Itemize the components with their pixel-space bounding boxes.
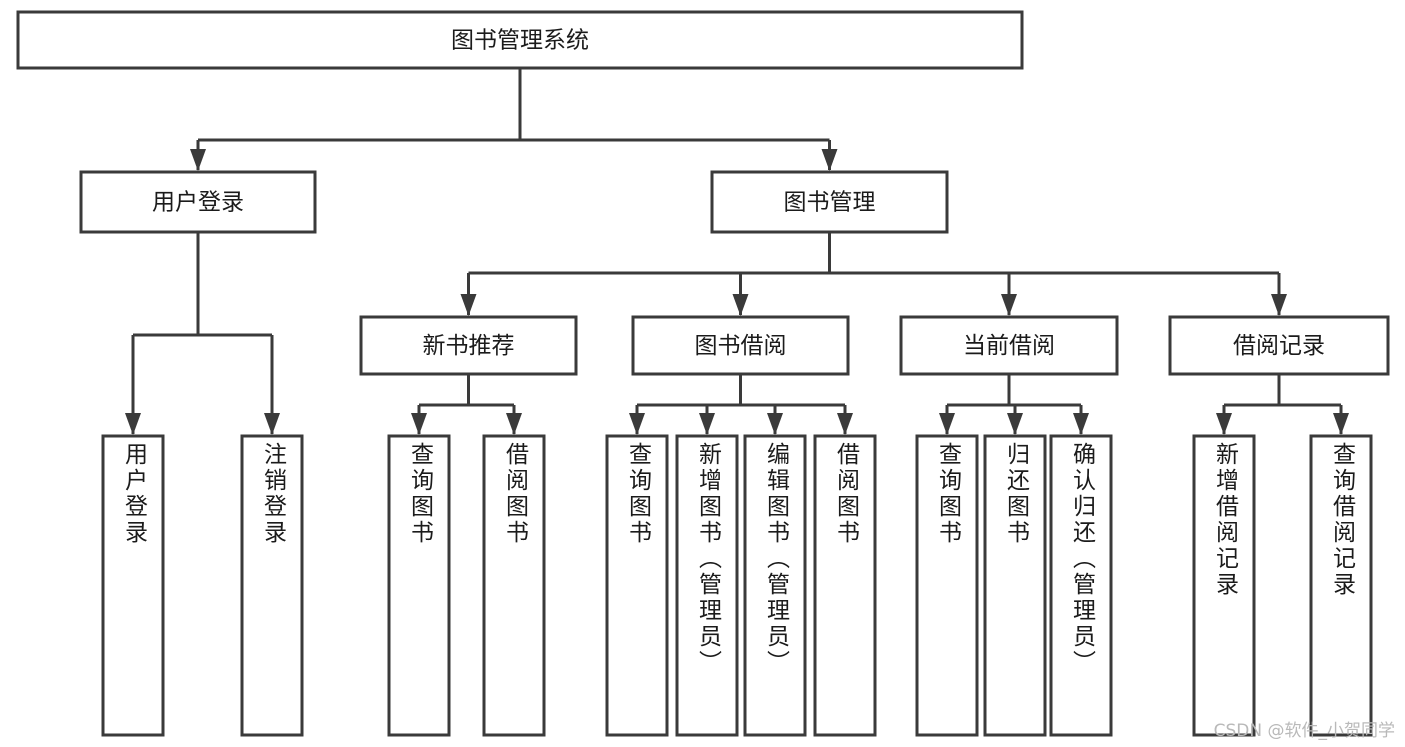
node-leaf-query-book-3[interactable] [915,434,979,737]
node-leaf-logout[interactable] [240,434,304,737]
arrow-head-icon [837,413,853,435]
arrow-head-icon [1271,294,1287,316]
arrow-head-icon [767,413,783,435]
node-leaf-borrow-book-1[interactable] [482,434,546,737]
node-label: 新书推荐 [423,333,515,359]
node-label: 当前借阅 [963,333,1055,359]
node-current-borrow[interactable]: 当前借阅 [899,315,1119,376]
connectors-layer [125,68,1349,435]
node-leaf-borrow-book-2[interactable] [813,434,877,737]
node-leaf-query-record[interactable] [1309,434,1373,737]
arrow-head-icon [506,413,522,435]
arrow-head-icon [699,413,715,435]
arrow-head-icon [1007,413,1023,435]
node-leaf-add-book[interactable] [675,434,739,737]
node-label: 借阅记录 [1233,333,1325,359]
node-leaf-user-login[interactable] [101,434,165,737]
node-label: 图书借阅 [695,333,787,359]
arrow-head-icon [939,413,955,435]
node-label: 图书管理 [784,190,876,216]
arrow-head-icon [1333,413,1349,435]
node-leaf-edit-book[interactable] [743,434,807,737]
node-user-login[interactable]: 用户登录 [79,170,317,234]
arrow-head-icon [1216,413,1232,435]
arrow-head-icon [411,413,427,435]
arrow-head-icon [732,294,749,316]
arrow-head-icon [125,413,141,435]
node-borrow-record[interactable]: 借阅记录 [1168,315,1390,376]
arrow-head-icon [460,294,477,316]
node-new-book-rec[interactable]: 新书推荐 [359,315,578,376]
node-root[interactable]: 图书管理系统 [16,10,1024,70]
node-leaf-confirm-return[interactable] [1049,434,1113,737]
arrow-head-icon [1073,413,1089,435]
node-label: 用户登录 [152,190,244,216]
node-leaf-query-book-2[interactable] [605,434,669,737]
arrow-head-icon [1001,294,1017,316]
node-book-borrow[interactable]: 图书借阅 [631,315,850,376]
node-label: 图书管理系统 [451,28,589,54]
arrow-head-icon [821,149,838,171]
arrow-head-icon [629,413,645,435]
arrow-head-icon [264,413,280,435]
watermark: CSDN @软件_小贺同学 [1213,721,1395,741]
node-leaf-return-book[interactable] [983,434,1047,737]
arrow-head-icon [190,149,206,171]
node-leaf-add-record[interactable] [1192,434,1256,737]
node-leaf-query-book-1[interactable] [387,434,451,737]
node-book-manage[interactable]: 图书管理 [710,170,949,234]
